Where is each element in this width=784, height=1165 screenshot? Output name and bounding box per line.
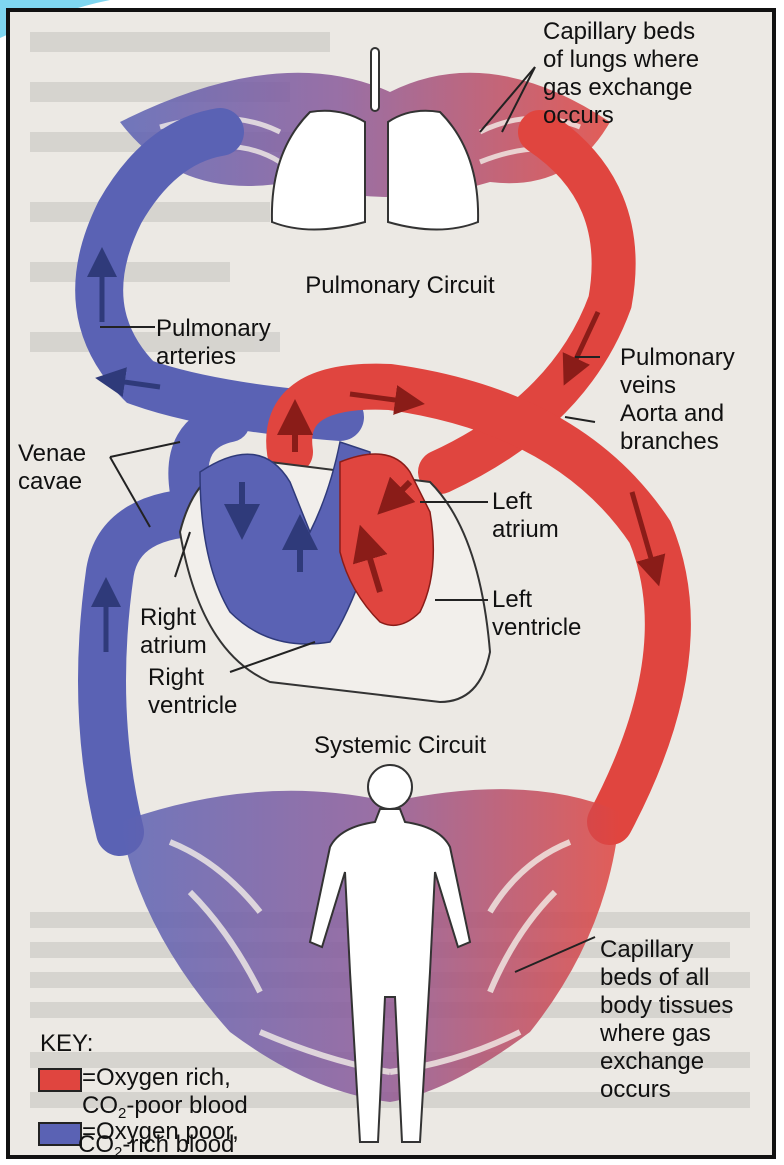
key-swatch-oxygen-poor	[38, 1122, 82, 1146]
key-co2-rich-prefix: CO	[78, 1131, 114, 1158]
key-label-co2-rich: CO2-rich blood	[78, 1131, 234, 1165]
label-pulmonary-veins: Pulmonary veins	[620, 344, 735, 400]
label-capillary-beds-body: Capillary beds of all body tissues where…	[600, 936, 733, 1104]
label-pulmonary-arteries: Pulmonary arteries	[156, 315, 271, 371]
key-label-oxygen-rich: =Oxygen rich,	[82, 1064, 231, 1092]
key-co2-poor-prefix: CO	[82, 1092, 118, 1119]
label-right-atrium: Right atrium	[140, 604, 207, 660]
label-right-ventricle: Right ventricle	[148, 664, 237, 720]
label-aorta-and-branches: Aorta and branches	[620, 400, 724, 456]
label-venae-cavae: Venae cavae	[18, 440, 86, 496]
key-co2-rich-suffix: -rich blood	[122, 1131, 234, 1158]
label-pulmonary-circuit: Pulmonary Circuit	[265, 272, 535, 300]
label-systemic-circuit: Systemic Circuit	[265, 732, 535, 760]
key-co2-poor-suffix: -poor blood	[126, 1092, 247, 1119]
label-left-ventricle: Left ventricle	[492, 586, 581, 642]
label-left-atrium: Left atrium	[492, 488, 559, 544]
diagram-frame: Capillary beds of lungs where gas exchan…	[6, 8, 776, 1159]
key-title: KEY:	[40, 1030, 93, 1058]
label-capillary-beds-lungs: Capillary beds of lungs where gas exchan…	[543, 18, 699, 130]
key-swatch-oxygen-rich	[38, 1068, 82, 1092]
